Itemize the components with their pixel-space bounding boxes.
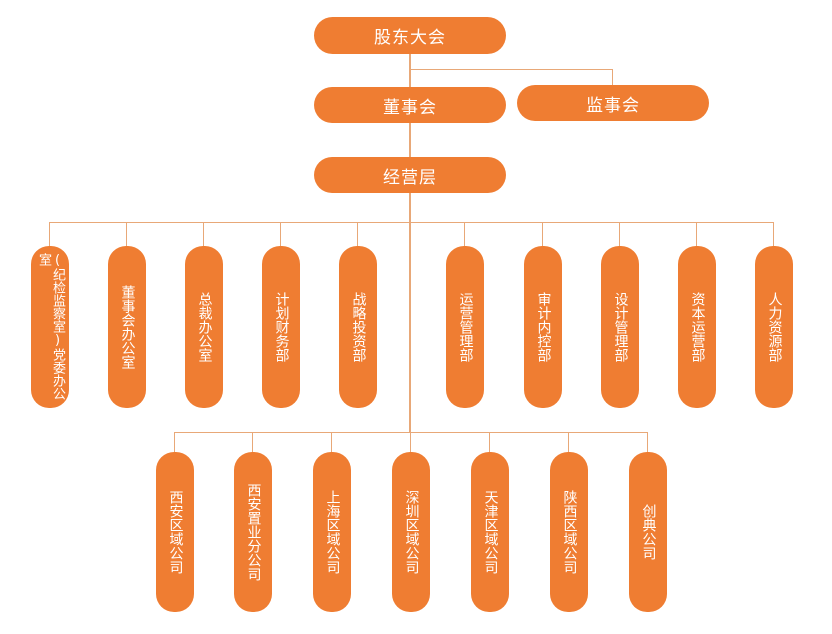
node-company: 创典公司 — [629, 452, 667, 612]
node-label: 审计内控部 — [535, 292, 552, 362]
node-department: 设计管理部 — [601, 246, 639, 408]
node-shareholders-meeting: 股东大会 — [314, 17, 506, 54]
node-label: 股东大会 — [374, 28, 446, 48]
node-label: 陕西区域公司 — [561, 490, 578, 574]
node-label: 监事会 — [586, 95, 640, 116]
node-company: 上海区域公司 — [313, 452, 351, 612]
node-company: 天津区域公司 — [471, 452, 509, 612]
connector-line — [409, 53, 411, 88]
node-label: 人力资源部 — [766, 292, 783, 362]
node-label: 西安置业分公司 — [245, 483, 262, 581]
connector-line — [773, 222, 774, 246]
node-label: 上海区域公司 — [324, 490, 341, 574]
node-department: 审计内控部 — [524, 246, 562, 408]
node-company: 陕西区域公司 — [550, 452, 588, 612]
node-label: 设计管理部 — [612, 292, 629, 362]
connector-line — [203, 222, 204, 246]
connector-line — [280, 222, 281, 246]
node-label: 战略投资部 — [350, 292, 367, 362]
node-label: 创典公司 — [640, 504, 657, 560]
connector-line — [331, 432, 332, 452]
connector-line — [409, 193, 411, 432]
node-department: (纪检监察室)党委办公室 — [31, 246, 69, 408]
connector-line — [568, 432, 569, 452]
node-label: 董事会办公室 — [119, 285, 136, 369]
node-board-of-directors: 董事会 — [314, 87, 506, 123]
node-board-of-supervisors: 监事会 — [517, 85, 709, 121]
node-management: 经营层 — [314, 157, 506, 193]
connector-line — [409, 69, 613, 70]
connector-line — [174, 432, 175, 452]
node-label: 经营层 — [383, 167, 437, 188]
node-company: 西安区域公司 — [156, 452, 194, 612]
connector-line — [409, 122, 411, 158]
connector-line — [174, 432, 648, 433]
connector-line — [619, 222, 620, 246]
node-department: 资本运营部 — [678, 246, 716, 408]
connector-line — [464, 222, 465, 246]
connector-line — [410, 432, 411, 452]
node-label: 资本运营部 — [689, 292, 706, 362]
node-label: 总裁办公室 — [196, 292, 213, 362]
node-label: 董事会 — [383, 97, 437, 118]
connector-line — [252, 432, 253, 452]
connector-line — [542, 222, 543, 246]
node-department: 战略投资部 — [339, 246, 377, 408]
connector-line — [612, 69, 613, 86]
connector-line — [647, 432, 648, 452]
connector-line — [49, 222, 774, 223]
connector-line — [49, 222, 50, 246]
node-label: 运营管理部 — [457, 292, 474, 362]
node-department: 董事会办公室 — [108, 246, 146, 408]
connector-line — [357, 222, 358, 246]
connector-line — [696, 222, 697, 246]
node-label: (纪检监察室)党委办公室 — [36, 253, 65, 400]
node-department: 总裁办公室 — [185, 246, 223, 408]
node-department: 计划财务部 — [262, 246, 300, 408]
node-department: 运营管理部 — [446, 246, 484, 408]
node-label: 天津区域公司 — [482, 490, 499, 574]
node-department: 人力资源部 — [755, 246, 793, 408]
node-company: 西安置业分公司 — [234, 452, 272, 612]
node-label: 计划财务部 — [273, 292, 290, 362]
node-company: 深圳区域公司 — [392, 452, 430, 612]
node-label: 深圳区域公司 — [403, 490, 420, 574]
connector-line — [489, 432, 490, 452]
connector-line — [126, 222, 127, 246]
node-label: 西安区域公司 — [167, 490, 184, 574]
